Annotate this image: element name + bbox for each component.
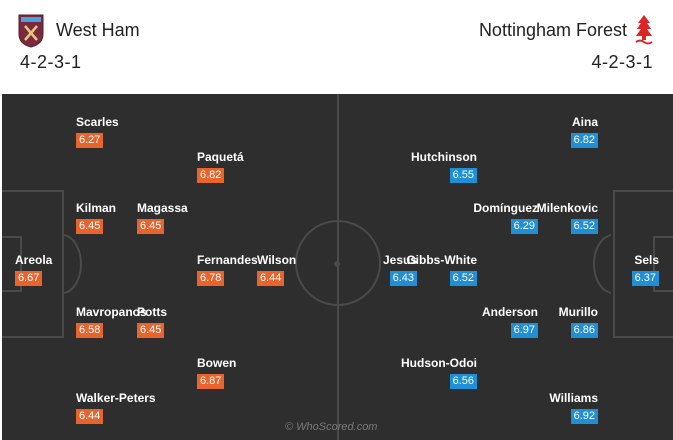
player-name: Scarles xyxy=(76,115,119,129)
player-home[interactable]: Potts 6.45 xyxy=(137,305,227,338)
player-name: Anderson xyxy=(481,305,538,319)
nottingham-forest-crest-icon xyxy=(635,14,653,51)
player-away[interactable]: Domínguez 6.29 xyxy=(448,201,538,234)
player-rating: 6.92 xyxy=(570,409,598,424)
player-home[interactable]: Scarles 6.27 xyxy=(76,115,166,148)
match-header: West Ham 4-2-3-1 Nottingham Forest 4-2-3… xyxy=(0,0,673,94)
away-formation: 4-2-3-1 xyxy=(591,52,653,72)
player-rating: 6.86 xyxy=(570,323,598,338)
player-rating: 6.29 xyxy=(510,219,538,234)
player-rating: 6.44 xyxy=(76,409,104,424)
player-away[interactable]: Sels 6.37 xyxy=(569,253,659,286)
player-rating: 6.37 xyxy=(631,271,659,286)
player-name: Wilson xyxy=(257,253,297,267)
player-name: Areola xyxy=(15,253,53,267)
player-away[interactable]: Jesus 6.43 xyxy=(327,253,417,286)
player-rating: 6.45 xyxy=(137,323,165,338)
player-name: Milenkovic xyxy=(536,201,598,215)
player-home[interactable]: Paquetá 6.82 xyxy=(197,150,287,183)
player-name: Domínguez xyxy=(473,201,538,215)
player-name: Fernandes xyxy=(197,253,258,267)
player-name: Murillo xyxy=(558,305,598,319)
player-rating: 6.27 xyxy=(76,133,104,148)
player-name: Hutchinson xyxy=(411,150,477,164)
player-rating: 6.67 xyxy=(15,271,43,286)
player-home[interactable]: Wilson 6.44 xyxy=(257,253,347,286)
player-away[interactable]: Gibbs-White 6.52 xyxy=(387,253,477,286)
home-team-name[interactable]: West Ham xyxy=(56,20,140,40)
player-rating: 6.55 xyxy=(449,168,477,183)
player-away[interactable]: Aina 6.82 xyxy=(508,115,598,148)
player-away[interactable]: Hutchinson 6.55 xyxy=(387,150,477,183)
player-home[interactable]: Mavropanos 6.58 xyxy=(76,305,166,338)
home-formation: 4-2-3-1 xyxy=(20,52,82,72)
player-away[interactable]: Hudson-Odoi 6.56 xyxy=(387,356,477,389)
player-home[interactable]: Walker-Peters 6.44 xyxy=(76,391,166,424)
player-name: Potts xyxy=(137,305,167,319)
player-name: Williams xyxy=(549,391,598,405)
player-name: Walker-Peters xyxy=(76,391,156,405)
player-name: Paquetá xyxy=(197,150,244,164)
left-penalty-box xyxy=(2,190,64,338)
player-name: Bowen xyxy=(197,356,237,370)
player-name: Hudson-Odoi xyxy=(401,356,477,370)
center-circle xyxy=(295,220,381,306)
away-team-name[interactable]: Nottingham Forest xyxy=(478,20,627,40)
west-ham-crest-icon xyxy=(18,14,44,53)
player-name: Jesus xyxy=(382,253,417,267)
player-rating: 6.45 xyxy=(76,219,104,234)
player-away[interactable]: Milenkovic 6.52 xyxy=(508,201,598,234)
player-rating: 6.45 xyxy=(137,219,165,234)
player-home[interactable]: Areola 6.67 xyxy=(15,253,105,286)
left-six-yard-box xyxy=(2,236,22,292)
player-home[interactable]: Kilman 6.45 xyxy=(76,201,166,234)
player-name: Magassa xyxy=(137,201,188,215)
center-spot xyxy=(334,261,340,267)
player-rating: 6.87 xyxy=(197,374,225,389)
player-home[interactable]: Fernandes 6.78 xyxy=(197,253,287,286)
whoscored-watermark: © WhoScored.com xyxy=(285,421,378,433)
player-name: Kilman xyxy=(76,201,117,215)
player-rating: 6.56 xyxy=(449,374,477,389)
player-away[interactable]: Anderson 6.97 xyxy=(448,305,538,338)
player-rating: 6.82 xyxy=(570,133,598,148)
right-six-yard-box xyxy=(653,236,673,292)
right-penalty-box xyxy=(613,190,673,338)
pitch: Scarles 6.27 Paquetá 6.82 Kilman 6.45 Ma… xyxy=(2,94,673,440)
player-rating: 6.52 xyxy=(449,271,477,286)
player-away[interactable]: Murillo 6.86 xyxy=(508,305,598,338)
player-rating: 6.97 xyxy=(510,323,538,338)
player-rating: 6.82 xyxy=(197,168,225,183)
player-home[interactable]: Magassa 6.45 xyxy=(137,201,227,234)
player-name: Mavropanos xyxy=(76,305,147,319)
player-name: Aina xyxy=(571,115,598,129)
player-rating: 6.43 xyxy=(389,271,417,286)
player-home[interactable]: Bowen 6.87 xyxy=(197,356,287,389)
player-rating: 6.44 xyxy=(257,271,285,286)
player-rating: 6.58 xyxy=(76,323,104,338)
player-name: Sels xyxy=(634,253,659,267)
player-rating: 6.78 xyxy=(197,271,225,286)
player-name: Gibbs-White xyxy=(406,253,477,267)
player-away[interactable]: Williams 6.92 xyxy=(508,391,598,424)
player-rating: 6.52 xyxy=(570,219,598,234)
